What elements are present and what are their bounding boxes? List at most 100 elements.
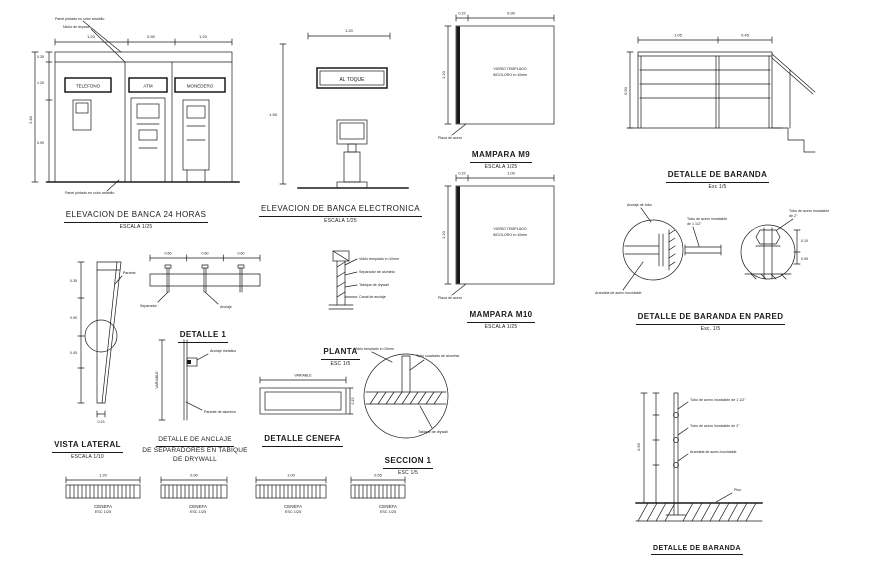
dim-label: 1.20 [345, 28, 354, 33]
wall-anchor-detail-right [740, 224, 796, 280]
caption: DETALLE DE BARANDA EN PARED Esc. 1/5 [593, 304, 828, 332]
leader-line [344, 258, 358, 298]
strip-1-canvas: 1.20 [65, 473, 141, 499]
detalle-anclaje-canvas: VARIABLE Anclaje metalico Parante de alu… [155, 339, 236, 421]
dimension-line [640, 392, 648, 504]
dimension-line [307, 32, 391, 40]
dim-label: 1.20 [441, 230, 446, 239]
drawing-title: DETALLE DE BARANDA [665, 170, 770, 183]
banca-electronica-canvas: 1.20 1.50 AL TOQUE [269, 28, 409, 189]
panel-outline [455, 25, 555, 125]
leader-line [409, 359, 425, 371]
strip-scale: ESC 1/25 [379, 510, 397, 515]
dim-label: 0.60 [238, 252, 245, 256]
dim-label: 1.20 [441, 70, 446, 79]
dim-label: 1.20 [37, 81, 44, 85]
dim-label: 1.00 [287, 473, 296, 478]
drawing-subtitle: DE SEPARADORES EN TABIQUE [142, 446, 248, 454]
note-label: Tubo de acero inoxidable [789, 209, 829, 213]
strip-3-canvas: 1.00 [255, 473, 327, 499]
drawing-scale: ESC 1/5 [330, 360, 351, 367]
vista-lateral-canvas: 0.35 0.90 0.45 0.23 Parante [70, 261, 136, 424]
drawing-strip-2: 0.90 CENEFA ESC 1/25 [153, 472, 243, 515]
note-label: Tabique de drywall [359, 283, 389, 287]
strip-outline [350, 484, 406, 499]
slab-linework [635, 502, 763, 522]
glass-note: INCOLORO e=10mm [493, 73, 527, 77]
dimension-line [54, 38, 233, 46]
dim-label: 1.20 [199, 34, 208, 39]
caption: CENEFA ESC 1/25 [343, 504, 433, 515]
caption: ELEVACION DE BANCA ELECTRONICA ESCALA 1/… [253, 196, 428, 224]
hatch [259, 484, 321, 499]
dim-label: 0.15 [459, 172, 466, 176]
leader-line [451, 283, 467, 296]
leader-line [640, 207, 652, 223]
caption: DETALLE DE BARANDA Esc 1/5 [620, 162, 815, 190]
plan-linework [328, 250, 354, 310]
note-label: Vidrio templado e=10mm [354, 347, 394, 351]
note-label: Separador [140, 304, 158, 308]
note-label: Arandela de acero inoxidable [595, 291, 642, 295]
sign-telefono: TELEFONO [64, 77, 112, 93]
strip-4-canvas: 0.55 [350, 473, 406, 499]
dimension-line [149, 254, 261, 262]
strip-outline [160, 484, 228, 499]
leader-line [114, 275, 123, 285]
dimension-line [158, 339, 166, 421]
note-label: Vidrio templado e=10mm [359, 257, 399, 261]
strip-outline [255, 484, 327, 499]
dim-label: 1.05 [674, 33, 683, 38]
note-label: Piso [734, 488, 741, 492]
detalle-cenefa-canvas: VARIABLE 0.15 [259, 374, 355, 415]
drawing-mampara-m10: 0.15 1.00 VIDRIO TEMPLADO INCOLORO e=10m… [436, 168, 566, 330]
strip-label: CENEFA [188, 504, 207, 509]
dimension-line [65, 476, 141, 484]
caption: DETALLE DE BARANDA EN LOSA Esc 1/5 [612, 535, 782, 563]
sign-al-toque: AL TOQUE [316, 67, 388, 89]
dimension-line [346, 387, 354, 415]
strip-scale: ESC 1/25 [284, 510, 302, 515]
sign-atm: ATM [128, 77, 168, 93]
caption: DETALLE DE ANCLAJE DE SEPARADORES EN TAB… [140, 436, 250, 464]
caption: SECCION 1 ESC 1/5 [352, 448, 464, 476]
monedero-machine [182, 99, 210, 183]
atm-machine [130, 97, 166, 183]
leader-line [715, 492, 733, 503]
drawing-title: SECCION 1 [382, 456, 434, 469]
sign-telefono-label: TELEFONO [76, 84, 101, 89]
dimension-line [455, 14, 555, 22]
caption: CENEFA ESC 1/25 [153, 504, 243, 515]
left-dimension-chain: 0.35 1.20 0.90 2.40 [28, 51, 53, 183]
note-label: Panel pintado en color amarillo [55, 17, 104, 21]
note-label: Panel pintado en color amarillo [65, 191, 114, 195]
strip-label: CENEFA [283, 504, 302, 509]
hatch [164, 484, 222, 499]
panel-edge [456, 26, 460, 124]
caption: CENEFA ESC 1/25 [58, 504, 148, 515]
note-label: de 2" [789, 214, 798, 218]
dim-label: 0.05 [801, 257, 808, 261]
anchor-linework [183, 339, 198, 421]
drawing-title: DETALLE DE BARANDA [651, 544, 743, 556]
drawing-scale: Esc. 1/5 [700, 325, 721, 332]
leader-line [185, 401, 203, 411]
hatch [354, 484, 400, 499]
seccion-1-canvas: Vidrio templado e=10mm Tubo cuadrado de … [354, 347, 459, 439]
stair-handrail [771, 53, 816, 153]
leader-line [622, 261, 644, 291]
leader-line [196, 353, 209, 361]
caption: CENEFA ESC 1/25 [248, 504, 338, 515]
strip-scale: ESC 1/25 [94, 510, 112, 515]
dim-label: 0.35 [37, 55, 44, 59]
strip-outline [65, 484, 141, 499]
drawing-title: PLANTA [321, 347, 360, 360]
dim-label: 1.00 [507, 171, 516, 176]
dim-label: VARIABLE [155, 371, 159, 389]
dimension-line [279, 43, 287, 185]
caption: MAMPARA M10 ESCALA 1/25 [436, 302, 566, 330]
note-label: Tubo cuadrado de aluminio [416, 354, 459, 358]
dim-label: 0.90 [147, 34, 156, 39]
kiosk-machine [336, 119, 368, 189]
drawing-baranda-pared: Anclaje de tubo Arandela de acero inoxid… [593, 200, 829, 332]
